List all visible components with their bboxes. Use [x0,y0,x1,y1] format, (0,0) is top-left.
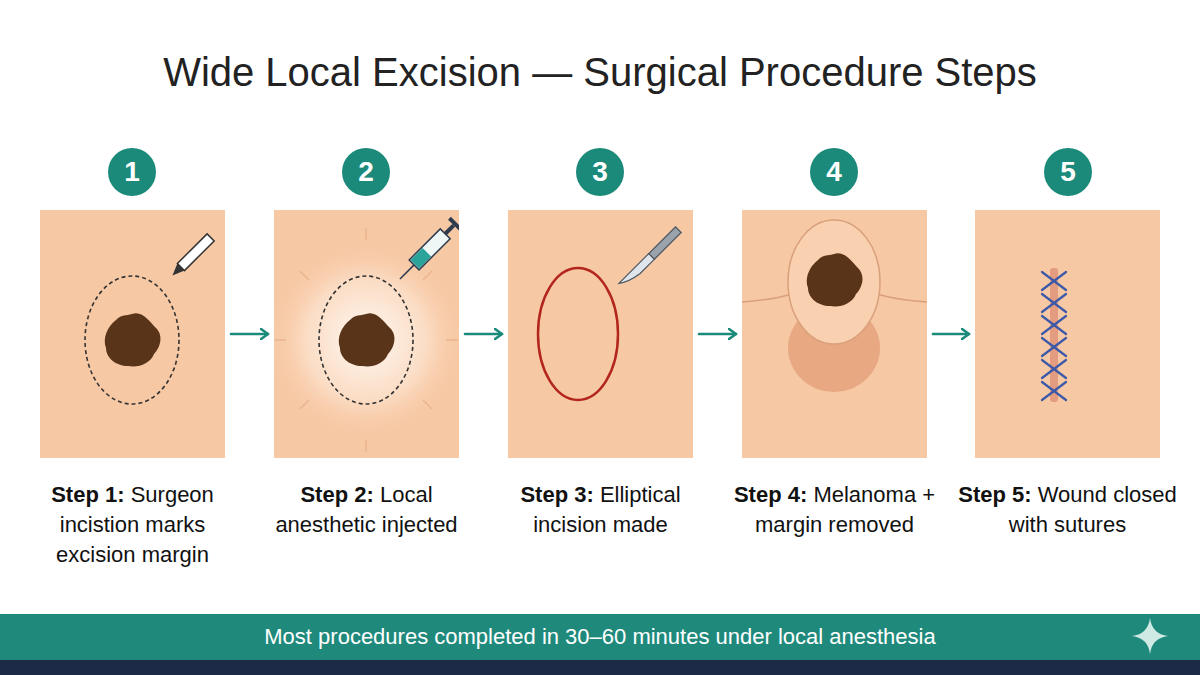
step-number: 3 [576,148,624,196]
step-arrow [465,333,502,336]
step-caption: Step 2:Local anesthetic injected [257,480,477,540]
step-number-label: 3 [592,156,608,188]
footer-strip [0,660,1200,675]
step-label: Step 1: [51,482,124,507]
anesthetic-illustration [274,210,459,458]
step-number-label: 5 [1060,156,1076,188]
footer-band: Most procedures completed in 30–60 minut… [0,614,1200,660]
step-number: 2 [342,148,390,196]
step-description: Wound closed with sutures [1009,482,1177,537]
step-panel: Step 3:Elliptical incision made [508,210,693,458]
suture-illustration [975,210,1160,458]
step-caption: Step 3:Elliptical incision made [491,480,711,540]
step-panel: Step 5:Wound closed with sutures [975,210,1160,458]
step-number: 1 [108,148,156,196]
step-panel: Step 2:Local anesthetic injected [274,210,459,458]
title: Wide Local Excision — Surgical Procedure… [0,50,1200,95]
marking-illustration [40,210,225,458]
step-label: Step 5: [958,482,1031,507]
incision-illustration [508,210,693,458]
step-arrow [231,333,268,336]
step-arrow [699,333,736,336]
step-caption: Step 1:Surgeon incistion marks excision … [23,480,243,570]
step-arrow [933,333,969,336]
step-number: 5 [1044,148,1092,196]
step-panel: Step 1:Surgeon incistion marks excision … [40,210,225,458]
sparkle-mark [1132,618,1168,654]
step-label: Step 2: [300,482,373,507]
step-number-label: 4 [826,156,842,188]
step-number-label: 1 [124,156,140,188]
step-label: Step 4: [734,482,807,507]
step-caption: Step 5:Wound closed with sutures [958,480,1178,540]
removal-illustration [742,210,927,458]
step-number-label: 2 [358,156,374,188]
step-caption: Step 4:Melanoma + margin removed [725,480,945,540]
step-label: Step 3: [520,482,593,507]
footer-note: Most procedures completed in 30–60 minut… [264,624,935,650]
step-panel: Step 4:Melanoma + margin removed [742,210,927,458]
step-number: 4 [810,148,858,196]
